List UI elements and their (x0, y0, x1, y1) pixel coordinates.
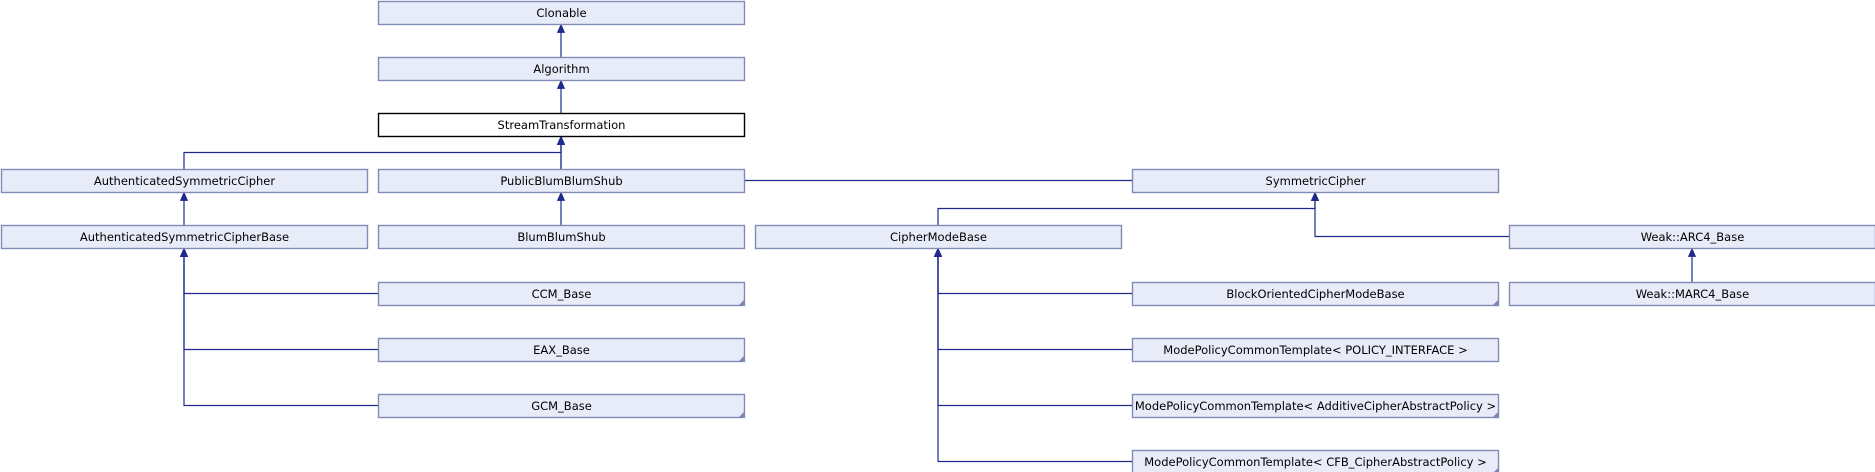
inheritance-edge-authenticated-symmetric-cipher-base-to-authenticated-symmetric-cipher (179, 191, 189, 225)
class-node-label: AuthenticatedSymmetricCipher (94, 174, 276, 188)
truncated-corner-icon (738, 299, 745, 306)
inheritance-edge-gcm-base-to-authenticated-symmetric-cipher-base (179, 247, 378, 407)
edge-line (183, 255, 378, 407)
class-node-box (377, 112, 746, 138)
class-node-label: CipherModeBase (890, 230, 987, 244)
class-node-block-oriented-cipher-mode-base[interactable]: BlockOrientedCipherModeBase (1131, 281, 1500, 307)
class-node-label: ModePolicyCommonTemplate< CFB_CipherAbst… (1144, 455, 1487, 469)
class-node-box[interactable] (1508, 281, 1875, 307)
inheritance-arrowhead (556, 135, 566, 145)
class-node-box[interactable] (1131, 449, 1500, 472)
class-node-ccm-base[interactable]: CCM_Base (377, 281, 746, 307)
class-node-label: Algorithm (533, 62, 589, 76)
class-node-box[interactable] (0, 168, 369, 194)
class-node-box[interactable] (377, 281, 746, 307)
class-node-label: ModePolicyCommonTemplate< AdditiveCipher… (1135, 399, 1496, 413)
class-node-mode-policy-cfb[interactable]: ModePolicyCommonTemplate< CFB_CipherAbst… (1131, 449, 1500, 472)
inheritance-edge-algorithm-to-clonable (556, 23, 566, 57)
inheritance-arrowhead (1310, 191, 1320, 201)
class-node-authenticated-symmetric-cipher-base[interactable]: AuthenticatedSymmetricCipherBase (0, 224, 369, 250)
class-node-mode-policy-additive[interactable]: ModePolicyCommonTemplate< AdditiveCipher… (1131, 393, 1500, 419)
inheritance-edge-weak-arc4-base-to-symmetric-cipher (1310, 191, 1509, 238)
class-node-symmetric-cipher[interactable]: SymmetricCipher (1131, 168, 1500, 194)
class-node-box[interactable] (1131, 281, 1500, 307)
class-node-weak-arc4-base[interactable]: Weak::ARC4_Base (1508, 224, 1875, 250)
inheritance-edge-ccm-base-to-authenticated-symmetric-cipher-base (179, 247, 378, 295)
class-node-cipher-mode-base[interactable]: CipherModeBase (754, 224, 1123, 250)
class-node-label: BlockOrientedCipherModeBase (1226, 287, 1404, 301)
inheritance-edge-mode-policy-policy-interface-to-cipher-mode-base (933, 247, 1132, 351)
truncated-corner-icon (1494, 467, 1499, 472)
edge-line (183, 143, 562, 169)
inheritance-edge-weak-marc4-base-to-weak-arc4-base (1687, 247, 1697, 282)
class-node-box[interactable] (377, 0, 746, 26)
class-node-box[interactable] (377, 224, 746, 250)
inheritance-edge-authenticated-symmetric-cipher-to-stream-transformation (183, 135, 566, 169)
class-node-authenticated-symmetric-cipher[interactable]: AuthenticatedSymmetricCipher (0, 168, 369, 194)
class-node-label: SymmetricCipher (1266, 174, 1366, 188)
inheritance-arrowhead (1687, 247, 1697, 257)
inheritance-edge-blum-blum-shub-to-public-blum-blum-shub (556, 191, 566, 225)
edge-line (183, 255, 378, 351)
inheritance-edge-mode-policy-additive-to-cipher-mode-base (933, 247, 1132, 407)
class-node-label: GCM_Base (531, 399, 592, 413)
class-node-box[interactable] (1131, 337, 1500, 363)
truncated-corner-icon (738, 411, 745, 418)
inheritance-edge-cipher-mode-base-to-symmetric-cipher (937, 191, 1320, 225)
truncated-corner-icon (1492, 411, 1499, 418)
inheritance-arrowhead (933, 247, 943, 257)
edge-line (1314, 199, 1509, 238)
inheritance-edge-block-oriented-cipher-mode-base-to-cipher-mode-base (933, 247, 1132, 295)
inheritance-arrowhead (179, 191, 189, 201)
truncated-corner-icon (1492, 299, 1499, 306)
edge-line (937, 255, 1132, 295)
inheritance-arrowhead (179, 247, 189, 257)
class-node-box[interactable] (377, 168, 746, 194)
class-node-box[interactable] (377, 337, 746, 363)
inheritance-arrowhead (556, 191, 566, 201)
edge-line (937, 255, 1132, 463)
class-node-public-blum-blum-shub[interactable]: PublicBlumBlumShub (377, 168, 746, 194)
class-node-box[interactable] (1131, 168, 1500, 194)
class-node-box[interactable] (0, 224, 369, 250)
class-node-label: StreamTransformation (498, 118, 626, 132)
class-node-stream-transformation: StreamTransformation (377, 112, 746, 138)
class-node-gcm-base[interactable]: GCM_Base (377, 393, 746, 419)
class-node-label: EAX_Base (533, 343, 590, 357)
class-node-algorithm[interactable]: Algorithm (377, 56, 746, 82)
class-node-clonable[interactable]: Clonable (377, 0, 746, 26)
inheritance-arrowhead (556, 23, 566, 33)
inheritance-edge-mode-policy-cfb-to-cipher-mode-base (933, 247, 1132, 463)
truncated-corner-icon (738, 355, 745, 362)
edge-line (937, 255, 1132, 351)
class-node-label: Clonable (536, 6, 586, 20)
inheritance-arrowhead (556, 79, 566, 89)
class-node-blum-blum-shub[interactable]: BlumBlumShub (377, 224, 746, 250)
class-node-label: ModePolicyCommonTemplate< POLICY_INTERFA… (1163, 343, 1467, 357)
inheritance-edge-eax-base-to-authenticated-symmetric-cipher-base (179, 247, 378, 351)
class-node-label: Weak::ARC4_Base (1641, 230, 1745, 244)
class-node-label: BlumBlumShub (517, 230, 605, 244)
edge-line (183, 255, 378, 295)
edge-line (937, 199, 1316, 225)
edge-line (937, 255, 1132, 407)
class-node-box[interactable] (1508, 224, 1875, 250)
class-node-mode-policy-policy-interface[interactable]: ModePolicyCommonTemplate< POLICY_INTERFA… (1131, 337, 1500, 363)
class-node-box[interactable] (377, 393, 746, 419)
class-node-box[interactable] (1131, 393, 1500, 419)
inheritance-edge-stream-transformation-to-algorithm (556, 79, 566, 113)
class-node-box[interactable] (377, 56, 746, 82)
class-node-label: AuthenticatedSymmetricCipherBase (80, 230, 289, 244)
class-node-label: PublicBlumBlumShub (500, 174, 622, 188)
class-node-weak-marc4-base[interactable]: Weak::MARC4_Base (1508, 281, 1875, 307)
class-node-eax-base[interactable]: EAX_Base (377, 337, 746, 363)
class-node-label: Weak::MARC4_Base (1636, 287, 1750, 301)
class-node-label: CCM_Base (532, 287, 592, 301)
class-node-box[interactable] (754, 224, 1123, 250)
